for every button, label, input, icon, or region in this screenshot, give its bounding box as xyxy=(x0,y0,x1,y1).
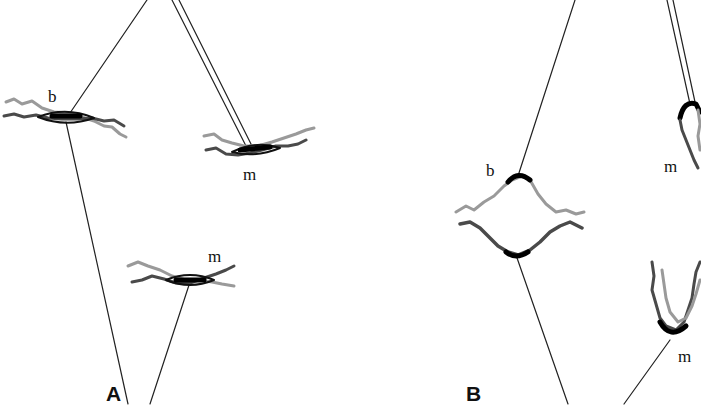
bivalent xyxy=(456,175,584,256)
univalent xyxy=(680,103,700,168)
spindle-fiber xyxy=(66,122,128,404)
spindle-fiber xyxy=(667,0,690,104)
spindle-fiber xyxy=(70,0,147,113)
spindle-fiber xyxy=(150,282,190,404)
univalent xyxy=(204,128,314,155)
chromosome-label: b xyxy=(486,162,495,179)
chromosome-label: m xyxy=(208,248,221,265)
chromosome-label: b xyxy=(48,88,57,105)
chromosome-label: m xyxy=(664,158,677,175)
spindle-fiber xyxy=(179,0,251,144)
panel-letter: B xyxy=(466,383,481,404)
univalent xyxy=(652,262,700,332)
spindle-fiber xyxy=(673,0,695,102)
bivalent xyxy=(4,99,126,137)
spindle-fiber xyxy=(624,340,670,404)
chromosome-label: m xyxy=(678,348,691,365)
spindle-fiber xyxy=(516,255,568,404)
spindle-fiber xyxy=(518,0,575,176)
univalent xyxy=(128,262,234,286)
panel-letter: A xyxy=(106,383,121,404)
spindle-fiber xyxy=(172,0,246,146)
chromosome-label: m xyxy=(243,166,256,183)
